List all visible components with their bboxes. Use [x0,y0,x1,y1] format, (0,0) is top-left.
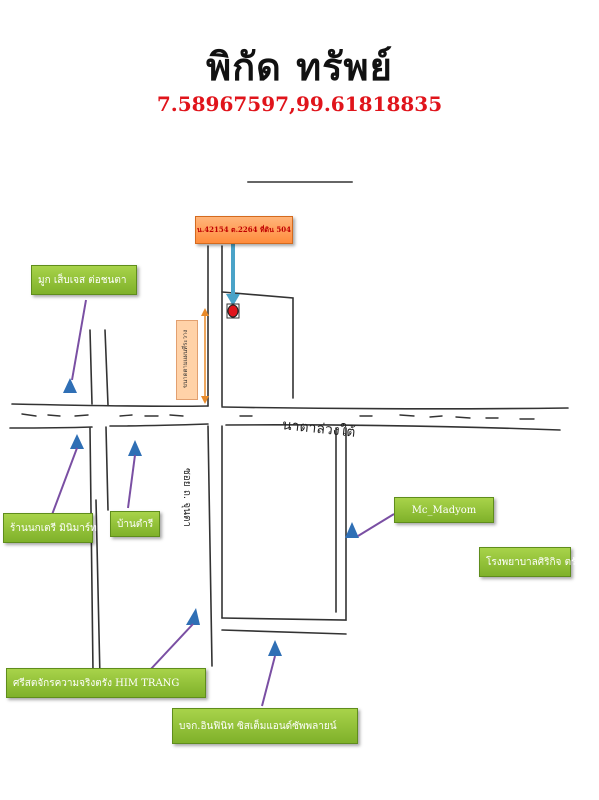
landmark-label: บจก.อินฟินิท ซิสเต็มแอนด์ซัพพลายน์ [172,708,358,744]
location-pin-icon [227,304,239,318]
landmark-label: โรงพยาบาลศิริกิจ ตรัง [479,547,581,577]
triangle-marker-icon [63,378,359,656]
landmark-label: ศรีสตจักรความจริงตรัง HIM TRANG [6,668,206,698]
landmark-label: Mc_Madyom [394,497,494,523]
dimension-label: ขนาดตามแผนที่ระวาง [182,329,189,389]
road-label-side: ซอย ถ. จุนตา [181,468,192,528]
parcel-label: น.42154 ต.2264 ที่ดิน 504 [195,216,293,244]
landmark-label: มูก เส็บเจส ต่อชนตา [31,265,137,295]
coordinates-text: 7.58967597,99.61818835 [156,92,443,116]
dimension-box [176,320,198,400]
main-road-edge [11,403,209,408]
landmark-label: ร้านนกเตรี มินิมาร์ท [3,513,97,543]
page-title: พิกัด ทรัพย์ [206,44,393,89]
landmark-label: บ้านตำรี [110,511,160,537]
